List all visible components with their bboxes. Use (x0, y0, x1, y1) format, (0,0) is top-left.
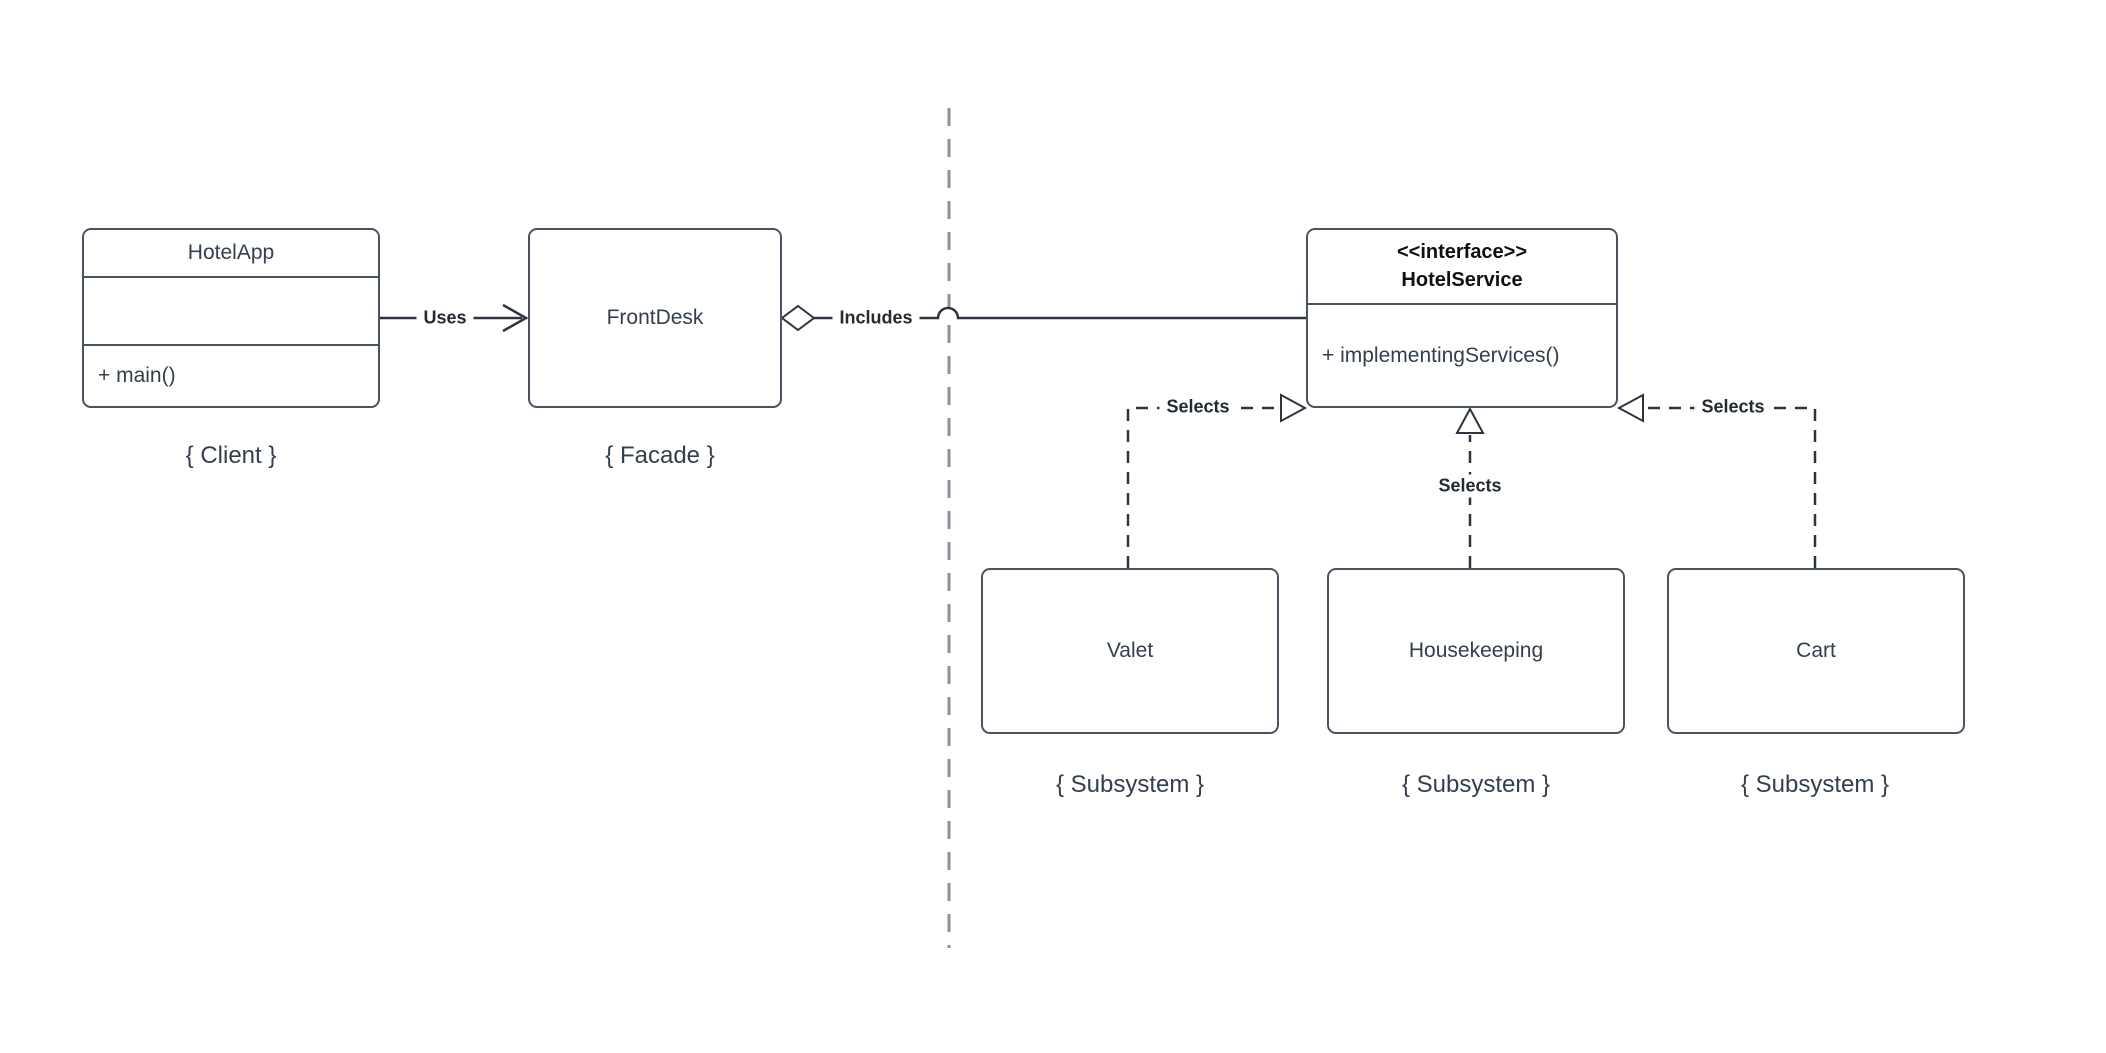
class-hotelapp-title: HotelApp (187, 241, 275, 264)
realization-arrowhead-right-icon (1616, 393, 1644, 423)
class-cart: Cart (1667, 568, 1965, 734)
housekeeping-subsystem-annotation: { Subsystem } (1401, 771, 1551, 798)
cart-subsystem-annotation: { Subsystem } (1740, 771, 1890, 798)
selects-cart-edge (1616, 393, 1817, 568)
uses-edge-label: Uses (416, 306, 474, 330)
class-hotelapp-attributes-compartment (84, 276, 378, 344)
class-valet: Valet (981, 568, 1279, 734)
class-frontdesk-title: FrontDesk (606, 306, 704, 329)
interface-hotelservice-title: HotelService (1401, 268, 1523, 291)
interface-hotelservice: <<interface>> HotelService + implementin… (1306, 228, 1618, 408)
includes-edge-label: Includes (832, 306, 920, 330)
class-housekeeping-title: Housekeeping (1408, 639, 1544, 662)
selects-cart-edge-label: Selects (1694, 395, 1772, 419)
interface-hotelservice-header: <<interface>> HotelService (1308, 230, 1616, 303)
selects-housekeeping-edge (1455, 406, 1485, 568)
client-annotation: { Client } (185, 442, 277, 469)
aggregation-diamond-icon (780, 304, 816, 332)
interface-hotelservice-method: + implementingServices() (1308, 303, 1616, 406)
selects-valet-edge-label: Selects (1159, 395, 1237, 419)
selects-valet-edge (1126, 393, 1308, 568)
interface-stereotype: <<interface>> (1396, 240, 1528, 263)
facade-annotation: { Facade } (605, 442, 715, 469)
class-hotelapp-method: + main() (84, 344, 378, 406)
uses-open-arrowhead (502, 303, 529, 333)
selects-housekeeping-edge-label: Selects (1431, 474, 1509, 498)
class-cart-title: Cart (1796, 639, 1836, 662)
class-frontdesk: FrontDesk (528, 228, 782, 408)
includes-edge (780, 304, 1306, 332)
class-hotelapp: HotelApp + main() (82, 228, 380, 408)
realization-arrowhead-left-icon (1280, 393, 1308, 423)
class-housekeeping: Housekeeping (1327, 568, 1625, 734)
realization-arrowhead-up-icon (1455, 406, 1485, 434)
class-valet-title: Valet (1106, 639, 1154, 662)
valet-subsystem-annotation: { Subsystem } (1055, 771, 1205, 798)
